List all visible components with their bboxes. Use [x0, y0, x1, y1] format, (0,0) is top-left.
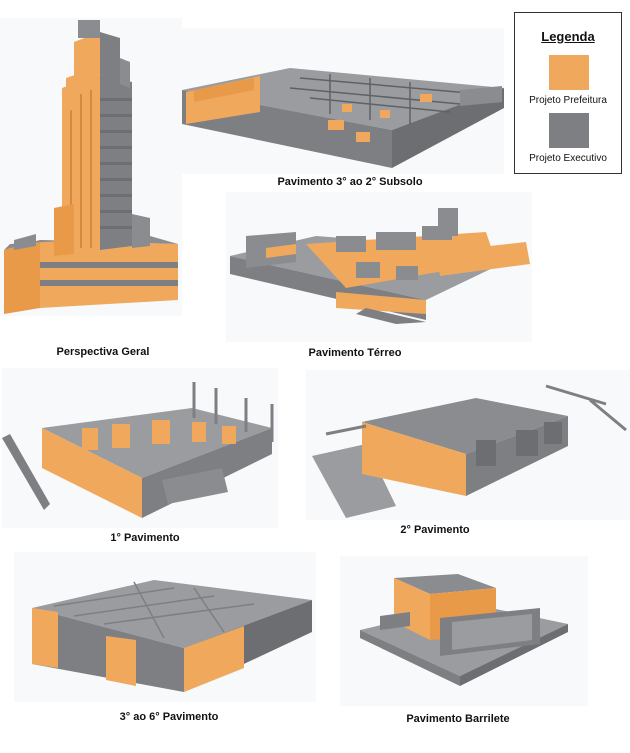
caption-barrilete: Pavimento Barrilete: [406, 713, 510, 725]
caption-pav3-6: 3° ao 6° Pavimento: [119, 711, 219, 723]
tower-model-illustration: [4, 20, 178, 314]
pav2-model-illustration: [312, 384, 627, 518]
view-perspectiva-geral: [0, 18, 182, 316]
legend-swatch-prefeitura: [549, 55, 589, 90]
terreo-model-illustration: [230, 208, 530, 324]
pav3-6-model-illustration: [32, 580, 312, 692]
legend-box: Legenda Projeto Prefeitura Projeto Execu…: [514, 12, 622, 174]
view-pav1: [2, 368, 278, 528]
view-terreo: [226, 192, 532, 342]
legend-label-prefeitura: Projeto Prefeitura: [529, 95, 607, 106]
caption-subsolo: Pavimento 3° ao 2° Subsolo: [277, 176, 423, 188]
caption-pav1: 1° Pavimento: [110, 532, 180, 544]
subsolo-model-illustration: [182, 68, 504, 168]
caption-perspectiva-geral: Perspectiva Geral: [56, 346, 150, 358]
view-subsolo: [180, 28, 504, 174]
view-pav2: [306, 370, 630, 520]
legend-title: Legenda: [541, 29, 595, 44]
view-pav3-6: [14, 552, 316, 702]
caption-terreo: Pavimento Térreo: [308, 347, 402, 359]
view-barrilete: [340, 556, 588, 706]
barrilete-model-illustration: [360, 574, 568, 686]
legend-label-executivo: Projeto Executivo: [529, 153, 607, 164]
legend-swatch-executivo: [549, 113, 589, 148]
pav1-model-illustration: [2, 382, 274, 518]
caption-pav2: 2° Pavimento: [400, 524, 470, 536]
